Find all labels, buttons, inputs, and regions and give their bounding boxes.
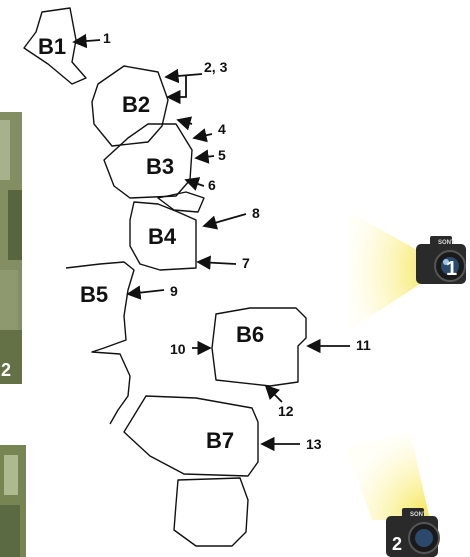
- camera-1-number: 1: [446, 258, 457, 280]
- marker-10: 10: [170, 341, 186, 357]
- photo-strip-lower: [0, 445, 26, 557]
- block-label-b4: B4: [148, 224, 177, 249]
- block-b6-outline: [212, 308, 306, 386]
- arrow-9: [128, 290, 164, 294]
- arrow-3: [168, 76, 186, 97]
- camera-2-brand: SONY: [410, 512, 427, 518]
- camera-2-light-beam: [346, 432, 430, 520]
- arrow-1: [74, 40, 100, 42]
- arrow-4a: [178, 120, 192, 124]
- arrow-4b: [194, 134, 212, 138]
- marker-13: 13: [306, 436, 322, 452]
- arrow-2: [166, 74, 202, 77]
- marker-12: 12: [278, 403, 294, 419]
- arrow-12: [266, 386, 282, 402]
- marker-7: 7: [242, 255, 250, 271]
- marker-6: 6: [208, 177, 216, 193]
- marker-2-3: 2, 3: [204, 59, 228, 75]
- marker-1: 1: [103, 30, 111, 46]
- block-b3-chip-outline: [158, 192, 204, 212]
- camera-1-group: 1 SONY: [350, 212, 466, 330]
- marker-11: 11: [356, 337, 371, 353]
- camera-2-number: 2: [392, 534, 402, 554]
- marker-5: 5: [218, 147, 226, 163]
- block-label-b2: B2: [122, 92, 150, 117]
- arrow-5: [196, 156, 214, 158]
- arrow-8: [204, 214, 246, 226]
- block-label-b3: B3: [146, 154, 174, 179]
- block-label-b5: B5: [80, 282, 108, 307]
- arrow-6: [186, 180, 204, 186]
- photo-strip-upper: [0, 112, 22, 384]
- camera-1-brand: SONY: [438, 240, 455, 246]
- block-label-b7: B7: [206, 428, 234, 453]
- marker-9: 9: [170, 283, 178, 299]
- marker-8: 8: [252, 205, 260, 221]
- block-unlabeled-outline: [174, 478, 248, 546]
- photo-strip-label: 2: [1, 360, 11, 380]
- marker-4: 4: [218, 121, 226, 137]
- arrow-7: [198, 262, 236, 264]
- block-label-b6: B6: [236, 322, 264, 347]
- camera-2-group: 2 SONY: [346, 432, 439, 557]
- block-label-b1: B1: [38, 34, 66, 59]
- block-b7-outline: [124, 396, 258, 476]
